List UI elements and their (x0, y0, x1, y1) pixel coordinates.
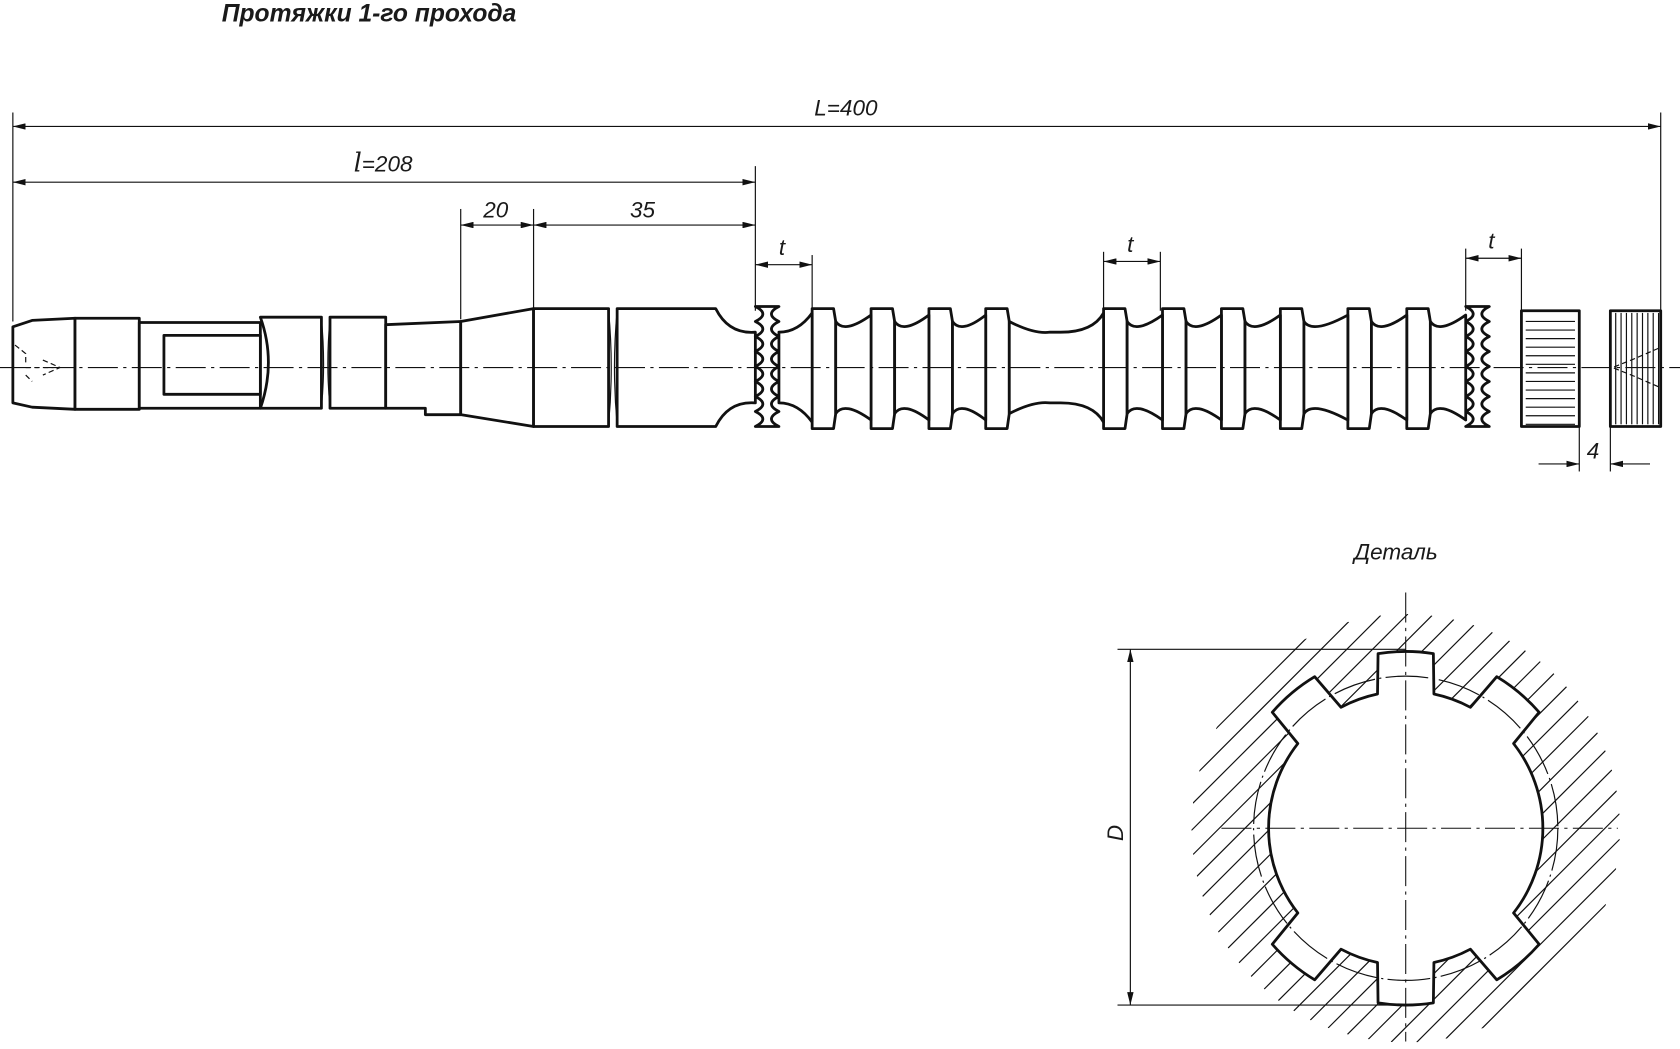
dim-pitch-2: t (1127, 232, 1135, 257)
hatch-line (1250, 673, 1555, 977)
hatch-line (1390, 813, 1620, 1043)
dim-l-value: =208 (362, 151, 413, 176)
cutting-tooth (869, 307, 897, 431)
hatch-line (1481, 903, 1607, 1029)
broach-dimensions: L=400 l=208 20 35 t t t 4 (12, 96, 1662, 472)
hatch-line (1238, 661, 1541, 964)
rear-guide (1520, 309, 1581, 428)
hatch-line (1416, 838, 1620, 1043)
dim-l-length: l=208 (354, 148, 413, 178)
dim-4: 4 (1587, 439, 1600, 464)
tooth-gullet (1243, 313, 1282, 422)
hatch-line (1215, 638, 1307, 730)
cutting-tooth (1405, 307, 1432, 431)
dim-pitch-1: t (779, 235, 787, 260)
rear-center-hole (1610, 347, 1659, 388)
drawing-title: Протяжки 1-го прохода (222, 0, 517, 27)
serrated-tooth (753, 305, 781, 428)
cutting-tooth (927, 307, 954, 431)
center-hole (14, 344, 62, 382)
serrated-tooth (1464, 305, 1491, 428)
tooth-gullet (1428, 313, 1468, 422)
dim-total-length: L=400 (814, 96, 878, 121)
broach-front-end (11, 316, 77, 411)
hatch-line (1309, 732, 1598, 1021)
hatch-line (1198, 621, 1350, 772)
hatch-line (1217, 640, 1510, 933)
hatch-line (1209, 631, 1493, 916)
dim-pitch-3: t (1488, 229, 1496, 254)
cutting-tooth (1161, 307, 1188, 431)
hatch-line (1191, 613, 1409, 831)
hatch-line (1346, 769, 1613, 1035)
dim-20: 20 (482, 198, 509, 223)
cutting-tooth (810, 307, 838, 431)
detail-label: Деталь (1351, 539, 1437, 564)
detail-view: Деталь D (1103, 539, 1620, 1043)
broach-drawing (0, 305, 1680, 431)
dim-l-symbol: l (354, 148, 362, 178)
cutting-tooth (1346, 307, 1373, 431)
cutting-tooth (984, 307, 1011, 431)
dim-D: D (1103, 825, 1128, 841)
dim-35: 35 (630, 198, 656, 223)
cutting-tooth (1102, 307, 1129, 431)
hatch-line (1196, 619, 1455, 877)
neck-slot (162, 334, 262, 396)
hatch-line (1327, 750, 1606, 1029)
rear-end-knurl (1608, 309, 1663, 428)
cutting-tooth (1278, 307, 1306, 431)
cutting-tooth (1220, 307, 1247, 431)
hatch-line (1192, 615, 1382, 804)
tooth-gullet (893, 313, 931, 422)
